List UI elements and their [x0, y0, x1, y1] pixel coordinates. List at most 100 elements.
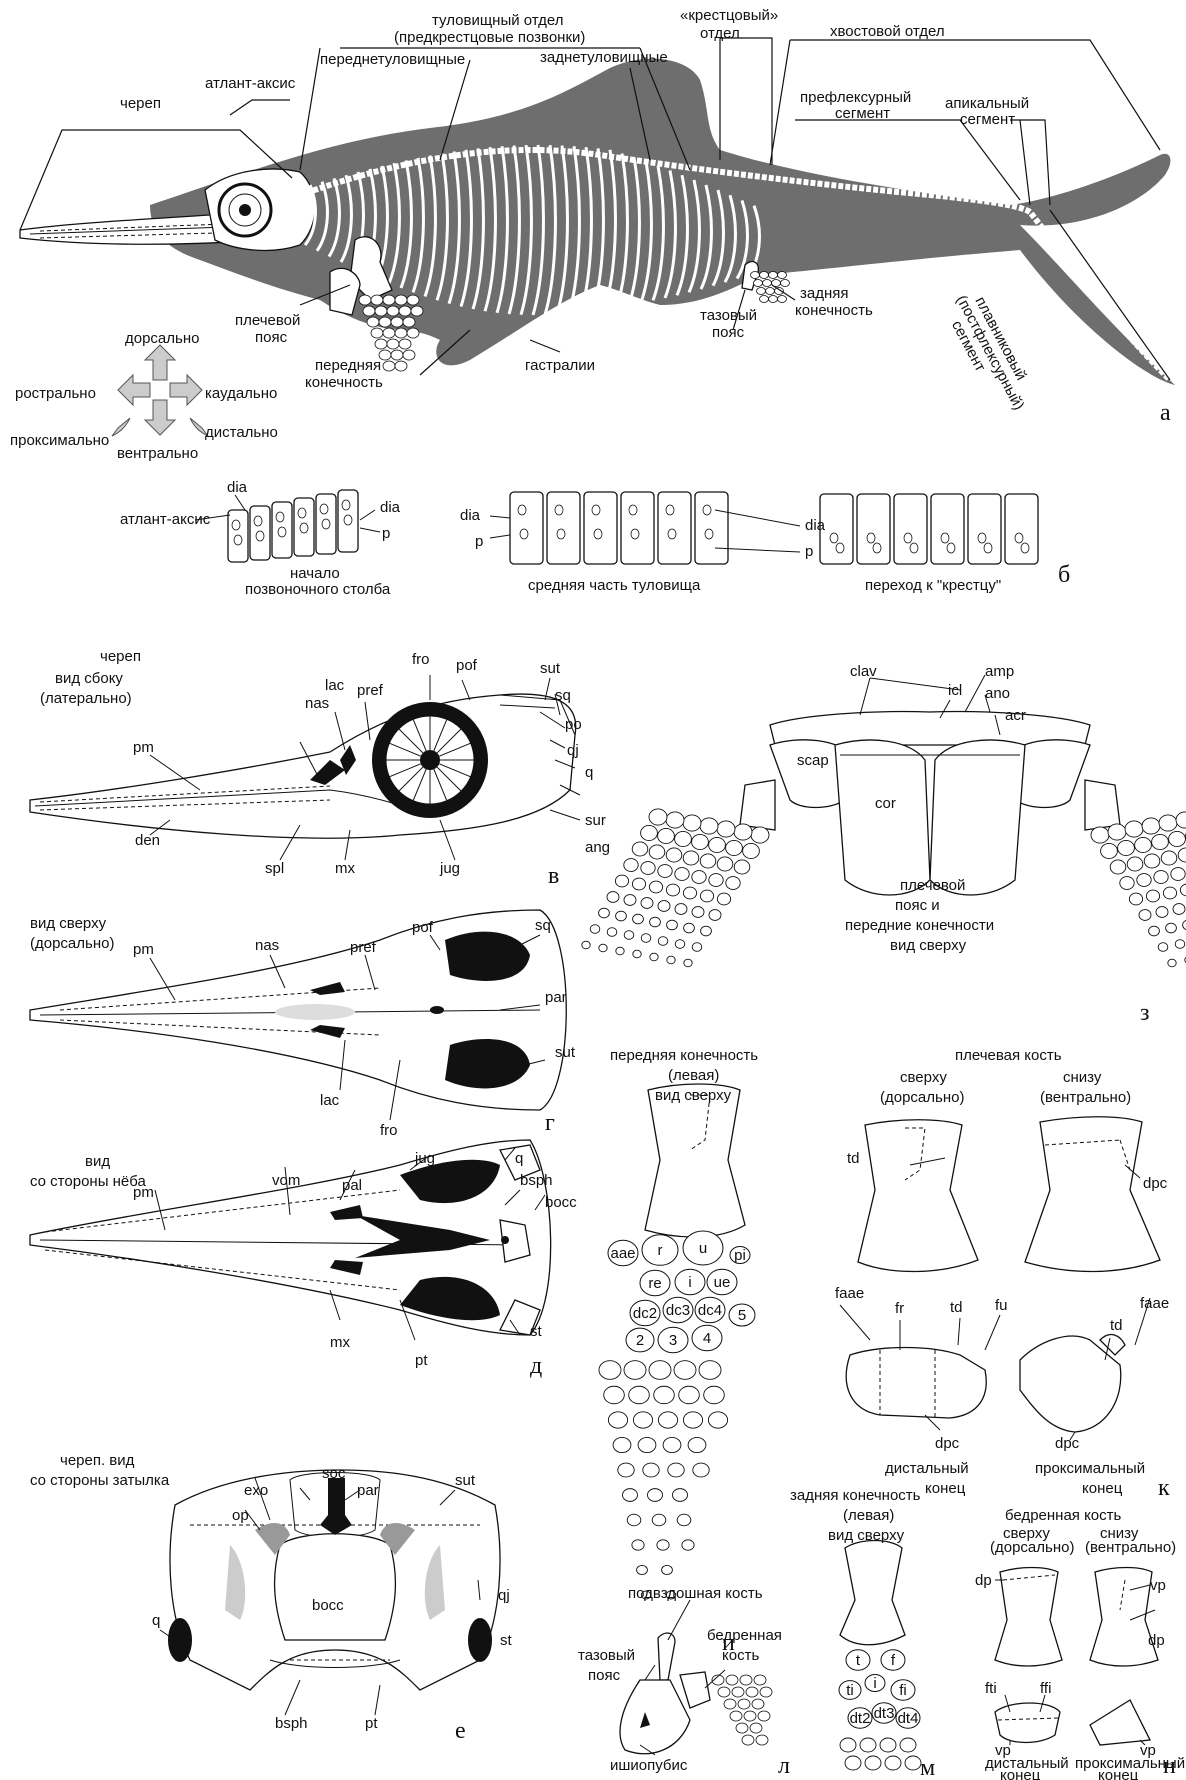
abbr-ue-i: ue — [714, 1274, 731, 1291]
phalanx — [371, 328, 383, 338]
paddle-element — [717, 821, 735, 837]
phalanx — [754, 280, 763, 287]
paddle-element — [649, 845, 665, 859]
k-bot-1: снизу — [1063, 1069, 1102, 1086]
paddle-element — [726, 877, 740, 890]
humerus-ventral — [1025, 1117, 1160, 1272]
abbr-sur-v: sur — [585, 812, 606, 829]
abbr-dc3-i: dc3 — [666, 1302, 690, 1319]
phalanx — [399, 339, 411, 349]
paddle-element — [1154, 871, 1168, 884]
paddle-element — [700, 818, 718, 834]
phalanx — [769, 272, 778, 279]
abbr-vp-n1: vp — [1150, 1577, 1166, 1594]
phalanx — [367, 317, 379, 327]
paddle-element — [1142, 818, 1160, 834]
paddle-element — [633, 950, 641, 958]
abbr-mx-d: mx — [330, 1334, 350, 1351]
abbr-ffi-n: ffi — [1040, 1680, 1051, 1697]
z-title-4: вид сверху — [890, 937, 967, 954]
label-hind-limb-2: конечность — [795, 302, 873, 319]
b-mid: средняя часть туловища — [528, 577, 701, 594]
panel-k-humerus: плечевая кость сверху (дорсально) снизу … — [835, 1047, 1170, 1501]
paddle-element — [649, 881, 662, 893]
paddle-element — [726, 840, 743, 855]
phalanx — [652, 1514, 666, 1526]
paddle-element — [666, 848, 682, 862]
abbr-ano-z: ano — [985, 685, 1010, 702]
facet — [518, 505, 526, 515]
paddle-element — [684, 959, 692, 967]
paddle-element — [1139, 910, 1151, 921]
e-title-2: со стороны затылка — [30, 1472, 170, 1489]
phalanx — [885, 1756, 901, 1770]
phalanx — [905, 1756, 921, 1770]
paddle-element — [616, 911, 627, 921]
abbr-fro-v: fro — [412, 651, 430, 668]
abbr-par-g: par — [545, 989, 567, 1006]
label-skull: череп — [120, 95, 161, 112]
facet — [666, 505, 674, 515]
z-title-1: плечевой — [900, 877, 965, 894]
paddle-element — [599, 908, 610, 918]
phalanx — [391, 317, 403, 327]
abbr-n4-i: 4 — [703, 1330, 711, 1347]
phalanx — [704, 1386, 725, 1404]
abbr-op-e: op — [232, 1507, 249, 1524]
abbr-ti-m: ti — [846, 1682, 854, 1699]
facet — [629, 505, 637, 515]
phalanx — [756, 1735, 768, 1745]
abbr-q-d: q — [515, 1150, 523, 1167]
vertebra — [968, 494, 1001, 564]
panel-e-skull-occipital: череп. вид со стороны затылка exo soc pa… — [30, 1452, 513, 1744]
abbr-aae-i: aae — [610, 1245, 635, 1262]
abbr-fro-g: fro — [380, 1122, 398, 1139]
phalanx — [758, 1711, 770, 1721]
paddle-element — [1146, 890, 1159, 902]
paddle-element — [692, 834, 709, 849]
phalanx — [778, 272, 787, 279]
paddle-element — [675, 940, 685, 949]
phalanx — [623, 1489, 638, 1502]
paddle-element — [1178, 848, 1186, 862]
panel-letter-l: л — [778, 1753, 790, 1779]
abbr-po-v: po — [565, 716, 582, 733]
abbr-re-i: re — [648, 1275, 661, 1292]
vertebra — [658, 492, 691, 564]
phalanx — [763, 280, 772, 287]
abbr-q-v: q — [585, 764, 593, 781]
abbr-pm-v: pm — [133, 739, 154, 756]
phalanx — [383, 295, 395, 305]
phalanx — [738, 1699, 750, 1709]
abbr-n2-i: 2 — [636, 1332, 644, 1349]
k-prox-2: конец — [1082, 1480, 1123, 1497]
vertebra — [894, 494, 927, 564]
label-sacral: «крестцовый» — [680, 7, 778, 24]
paddle-element — [1166, 923, 1177, 933]
paddle-element — [1144, 854, 1160, 868]
paddle-element — [615, 875, 628, 887]
abbr-bsph-e: bsph — [275, 1715, 308, 1732]
phalanx — [693, 1463, 709, 1477]
vertebra — [584, 492, 617, 564]
phalanx — [679, 1386, 700, 1404]
abbr-nas-v: nas — [305, 695, 329, 712]
abbr-qj-e: qj — [498, 1587, 510, 1604]
paddle-element — [599, 944, 607, 952]
paddle-element — [658, 901, 670, 912]
paddle-element — [1169, 831, 1186, 846]
abbr-dpc-k1: dpc — [1143, 1175, 1168, 1192]
paddle-element — [1149, 926, 1160, 936]
femur-m — [840, 1541, 905, 1645]
humerus-dorsal — [858, 1120, 978, 1272]
phalanx — [840, 1738, 856, 1752]
facet — [344, 515, 352, 525]
ischiopubis-l — [620, 1680, 690, 1754]
b-dia-1: dia — [227, 479, 248, 496]
i-title-2: (левая) — [668, 1067, 719, 1084]
paddle-element — [624, 895, 636, 906]
phalanx — [674, 1361, 696, 1380]
abbr-sut-e: sut — [455, 1472, 476, 1489]
facet — [555, 505, 563, 515]
phalanx — [658, 1412, 677, 1428]
